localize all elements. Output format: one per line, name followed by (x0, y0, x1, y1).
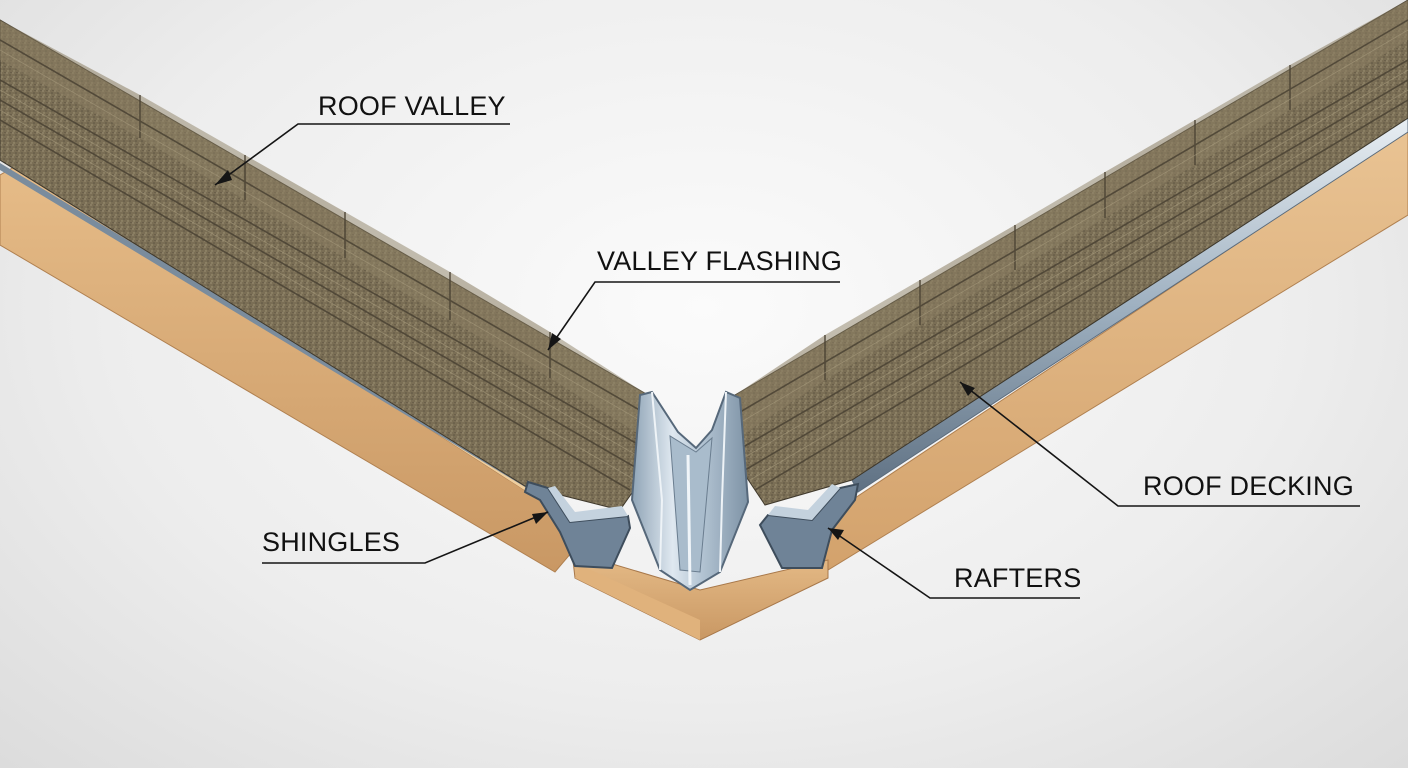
valley-flashing-right-lip (719, 391, 727, 573)
shingles-leader (262, 511, 549, 564)
right-shingle-course-3 (1105, 120, 1195, 218)
valley-rafter-front (575, 565, 700, 640)
rafters-arrowhead (828, 528, 844, 540)
valley-flashing-inner-groove (669, 435, 713, 573)
roof-valley-leader (214, 123, 510, 186)
valley-flashing-label: VALLEY FLASHING (597, 246, 842, 276)
leader-lines (214, 123, 1360, 599)
left-metal-strip-lower (0, 163, 530, 490)
rafters-label: RAFTERS (954, 563, 1081, 593)
roof-valley-arrowhead (215, 170, 232, 185)
left-shingle-course-3 (245, 155, 345, 258)
leader-arrowheads (215, 170, 975, 540)
valley-flashing-rib (686, 454, 692, 586)
right-shingle-course-2 (1195, 65, 1290, 165)
left-shingle-course-1 (0, 20, 140, 138)
roof-decking-arrowhead (960, 382, 975, 396)
right-shingle-course-6 (825, 280, 920, 380)
right-shingle-course-5 (920, 225, 1015, 325)
right-shingle-course-7 (735, 335, 825, 440)
valley-flashing-leader (547, 281, 840, 351)
right-shingle-course-4 (1015, 172, 1105, 270)
valley-flashing-left-lip (651, 391, 664, 571)
left-z-bracket-highlight (548, 486, 628, 522)
roof-decking-label: ROOF DECKING (1143, 471, 1354, 501)
right-shingle-stack (734, 0, 1408, 506)
left-shingle-course-4 (345, 212, 450, 320)
valley-flashing-arrowhead (548, 333, 561, 350)
right-z-bracket-highlight (768, 484, 840, 520)
rafters-leader (827, 527, 1080, 599)
left-shingle-course-2 (140, 95, 245, 200)
roof-valley-label: ROOF VALLEY (318, 91, 506, 121)
shingles-label: SHINGLES (262, 527, 400, 557)
roof-decking-leader (959, 381, 1360, 507)
shingles-arrowhead (532, 512, 548, 524)
valley-flashing-channel (630, 390, 750, 592)
left-shingle-course-5 (450, 272, 550, 378)
